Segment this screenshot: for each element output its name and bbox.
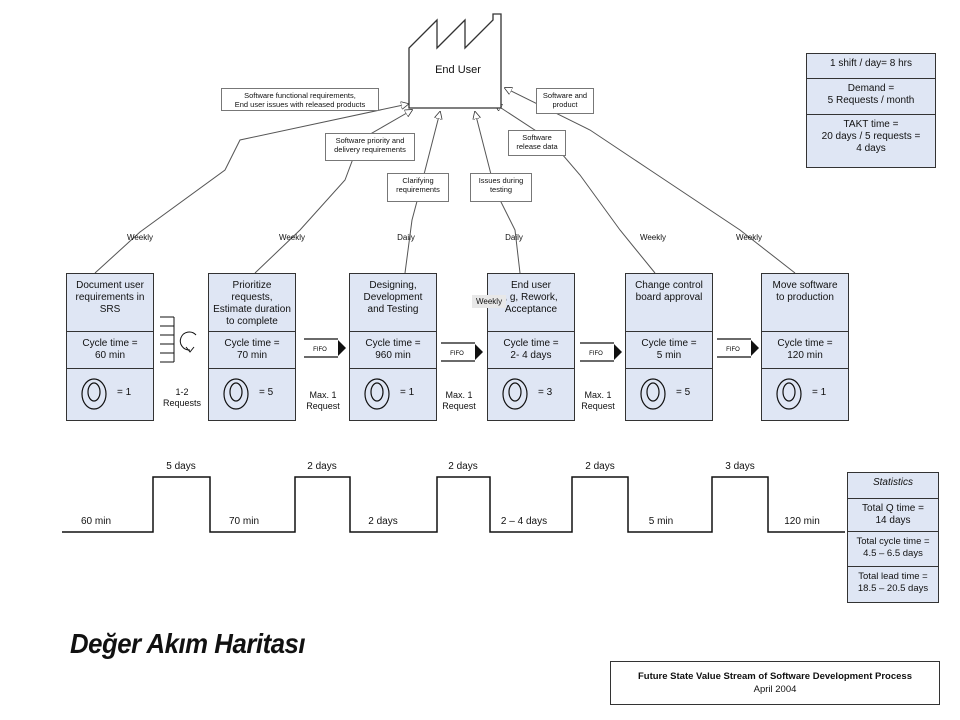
note-functional-requirements: Software functional requirements, End us… xyxy=(221,88,379,111)
fifo-text: FIFO xyxy=(589,351,603,357)
process-box-3: Designing, Development and Testing Cycle… xyxy=(349,273,437,421)
buffer-stack-icon xyxy=(160,316,175,363)
caption-box: Future State Value Stream of Software De… xyxy=(610,661,940,705)
weekly-overlay-label: Weekly xyxy=(472,295,507,308)
statistics-q-time: Total Q time = 14 days xyxy=(848,499,938,532)
statistics-box: Statistics Total Q time = 14 days Total … xyxy=(847,472,939,603)
timeline-ladder xyxy=(62,476,845,533)
fifo-arrow-3: FIFO xyxy=(580,342,622,362)
cycle-time-6: 120 min xyxy=(784,516,820,527)
operator-count: = 3 xyxy=(538,387,553,398)
takt-info: TAKT time = 20 days / 5 requests = 4 day… xyxy=(821,119,921,154)
fifo-text: FIFO xyxy=(313,347,327,353)
note-issues-testing: Issues during testing xyxy=(470,173,532,202)
process-cycle-time: Cycle time = 5 min xyxy=(626,332,712,369)
note-software-product: Software and product xyxy=(536,88,594,114)
caption-date: April 2004 xyxy=(753,684,797,695)
frequency-label-2: Weekly xyxy=(278,233,306,242)
frequency-label-3: Daily xyxy=(397,233,415,242)
process-cycle-time: Cycle time = 60 min xyxy=(67,332,153,369)
fifo-arrow-1: FIFO xyxy=(304,338,346,358)
frequency-label-6: Weekly xyxy=(735,233,763,242)
cycle-time-1: 60 min xyxy=(80,516,111,527)
page-title: Değer Akım Haritası xyxy=(70,628,306,659)
process-cycle-time: Cycle time = 960 min xyxy=(350,332,436,369)
fifo-arrow-2: FIFO xyxy=(441,342,483,362)
operator-count: = 1 xyxy=(117,387,132,398)
wait-time-1: 5 days xyxy=(166,461,196,472)
cycle-time-4: 2 – 4 days xyxy=(500,516,548,527)
cycle-time-2: 70 min xyxy=(228,516,259,527)
shift-info: 1 shift / day= 8 hrs xyxy=(807,54,935,79)
operator-icon xyxy=(776,378,802,410)
operator-icon xyxy=(502,378,528,410)
process-box-6: Move software to production Cycle time =… xyxy=(761,273,849,421)
cycle-time-3: 2 days xyxy=(368,516,398,527)
cycle-time-5: 5 min xyxy=(648,516,674,527)
note-priority-delivery: Software priority and delivery requireme… xyxy=(325,133,415,161)
operator-icon xyxy=(81,378,107,410)
note-clarifying-requirements: Clarifying requirements xyxy=(387,173,449,202)
process-cycle-time: Cycle time = 2- 4 days xyxy=(488,332,574,369)
operator-count: = 5 xyxy=(259,387,274,398)
process-box-1: Document user requirements in SRS Cycle … xyxy=(66,273,154,421)
fifo-arrow-4: FIFO xyxy=(717,338,759,358)
cycle-arrow-icon xyxy=(179,331,197,353)
fifo-text: FIFO xyxy=(450,351,464,357)
max-request-label-2: Max. 1 Request xyxy=(442,390,476,411)
process-operators: = 5 xyxy=(626,369,712,420)
operator-icon xyxy=(364,378,390,410)
process-operators: = 5 xyxy=(209,369,295,420)
frequency-label-1: Weekly xyxy=(126,233,154,242)
wait-time-2: 2 days xyxy=(307,461,337,472)
operator-count: = 1 xyxy=(812,387,827,398)
demand-info: Demand = 5 Requests / month xyxy=(807,79,935,115)
process-title: Move software to production xyxy=(762,274,848,332)
customer-label: End User xyxy=(435,64,481,76)
end-user-factory-icon xyxy=(408,13,502,109)
process-operators: = 1 xyxy=(350,369,436,420)
operator-count: = 5 xyxy=(676,387,691,398)
process-title: Change control board approval xyxy=(626,274,712,332)
process-operators: = 1 xyxy=(67,369,153,420)
statistics-cycle-time: Total cycle time = 4.5 – 6.5 days xyxy=(848,532,938,567)
process-title: Prioritize requests, Estimate duration t… xyxy=(209,274,295,332)
statistics-lead-time: Total lead time = 18.5 – 20.5 days xyxy=(857,571,929,594)
customer-info-box: 1 shift / day= 8 hrs Demand = 5 Requests… xyxy=(806,53,936,168)
operator-icon xyxy=(640,378,666,410)
wait-time-4: 2 days xyxy=(585,461,615,472)
statistics-title: Statistics xyxy=(848,473,938,499)
frequency-label-4: Daily xyxy=(505,233,523,242)
note-release-data: Software release data xyxy=(508,130,566,156)
max-request-label-1: Max. 1 Request xyxy=(306,390,340,411)
process-box-2: Prioritize requests, Estimate duration t… xyxy=(208,273,296,421)
operator-count: = 1 xyxy=(400,387,415,398)
process-operators: = 3 xyxy=(488,369,574,420)
wait-time-5: 3 days xyxy=(725,461,755,472)
buffer-requests-label: 1-2 Requests xyxy=(162,387,202,408)
process-cycle-time: Cycle time = 120 min xyxy=(762,332,848,369)
process-cycle-time: Cycle time = 70 min xyxy=(209,332,295,369)
process-title: Designing, Development and Testing xyxy=(350,274,436,332)
max-request-label-3: Max. 1 Request xyxy=(581,390,615,411)
frequency-label-5: Weekly xyxy=(639,233,667,242)
fifo-text: FIFO xyxy=(726,347,740,353)
process-box-5: Change control board approval Cycle time… xyxy=(625,273,713,421)
wait-time-3: 2 days xyxy=(448,461,478,472)
operator-icon xyxy=(223,378,249,410)
caption-title: Future State Value Stream of Software De… xyxy=(637,671,912,682)
process-title: Document user requirements in SRS xyxy=(67,274,153,332)
process-operators: = 1 xyxy=(762,369,848,420)
